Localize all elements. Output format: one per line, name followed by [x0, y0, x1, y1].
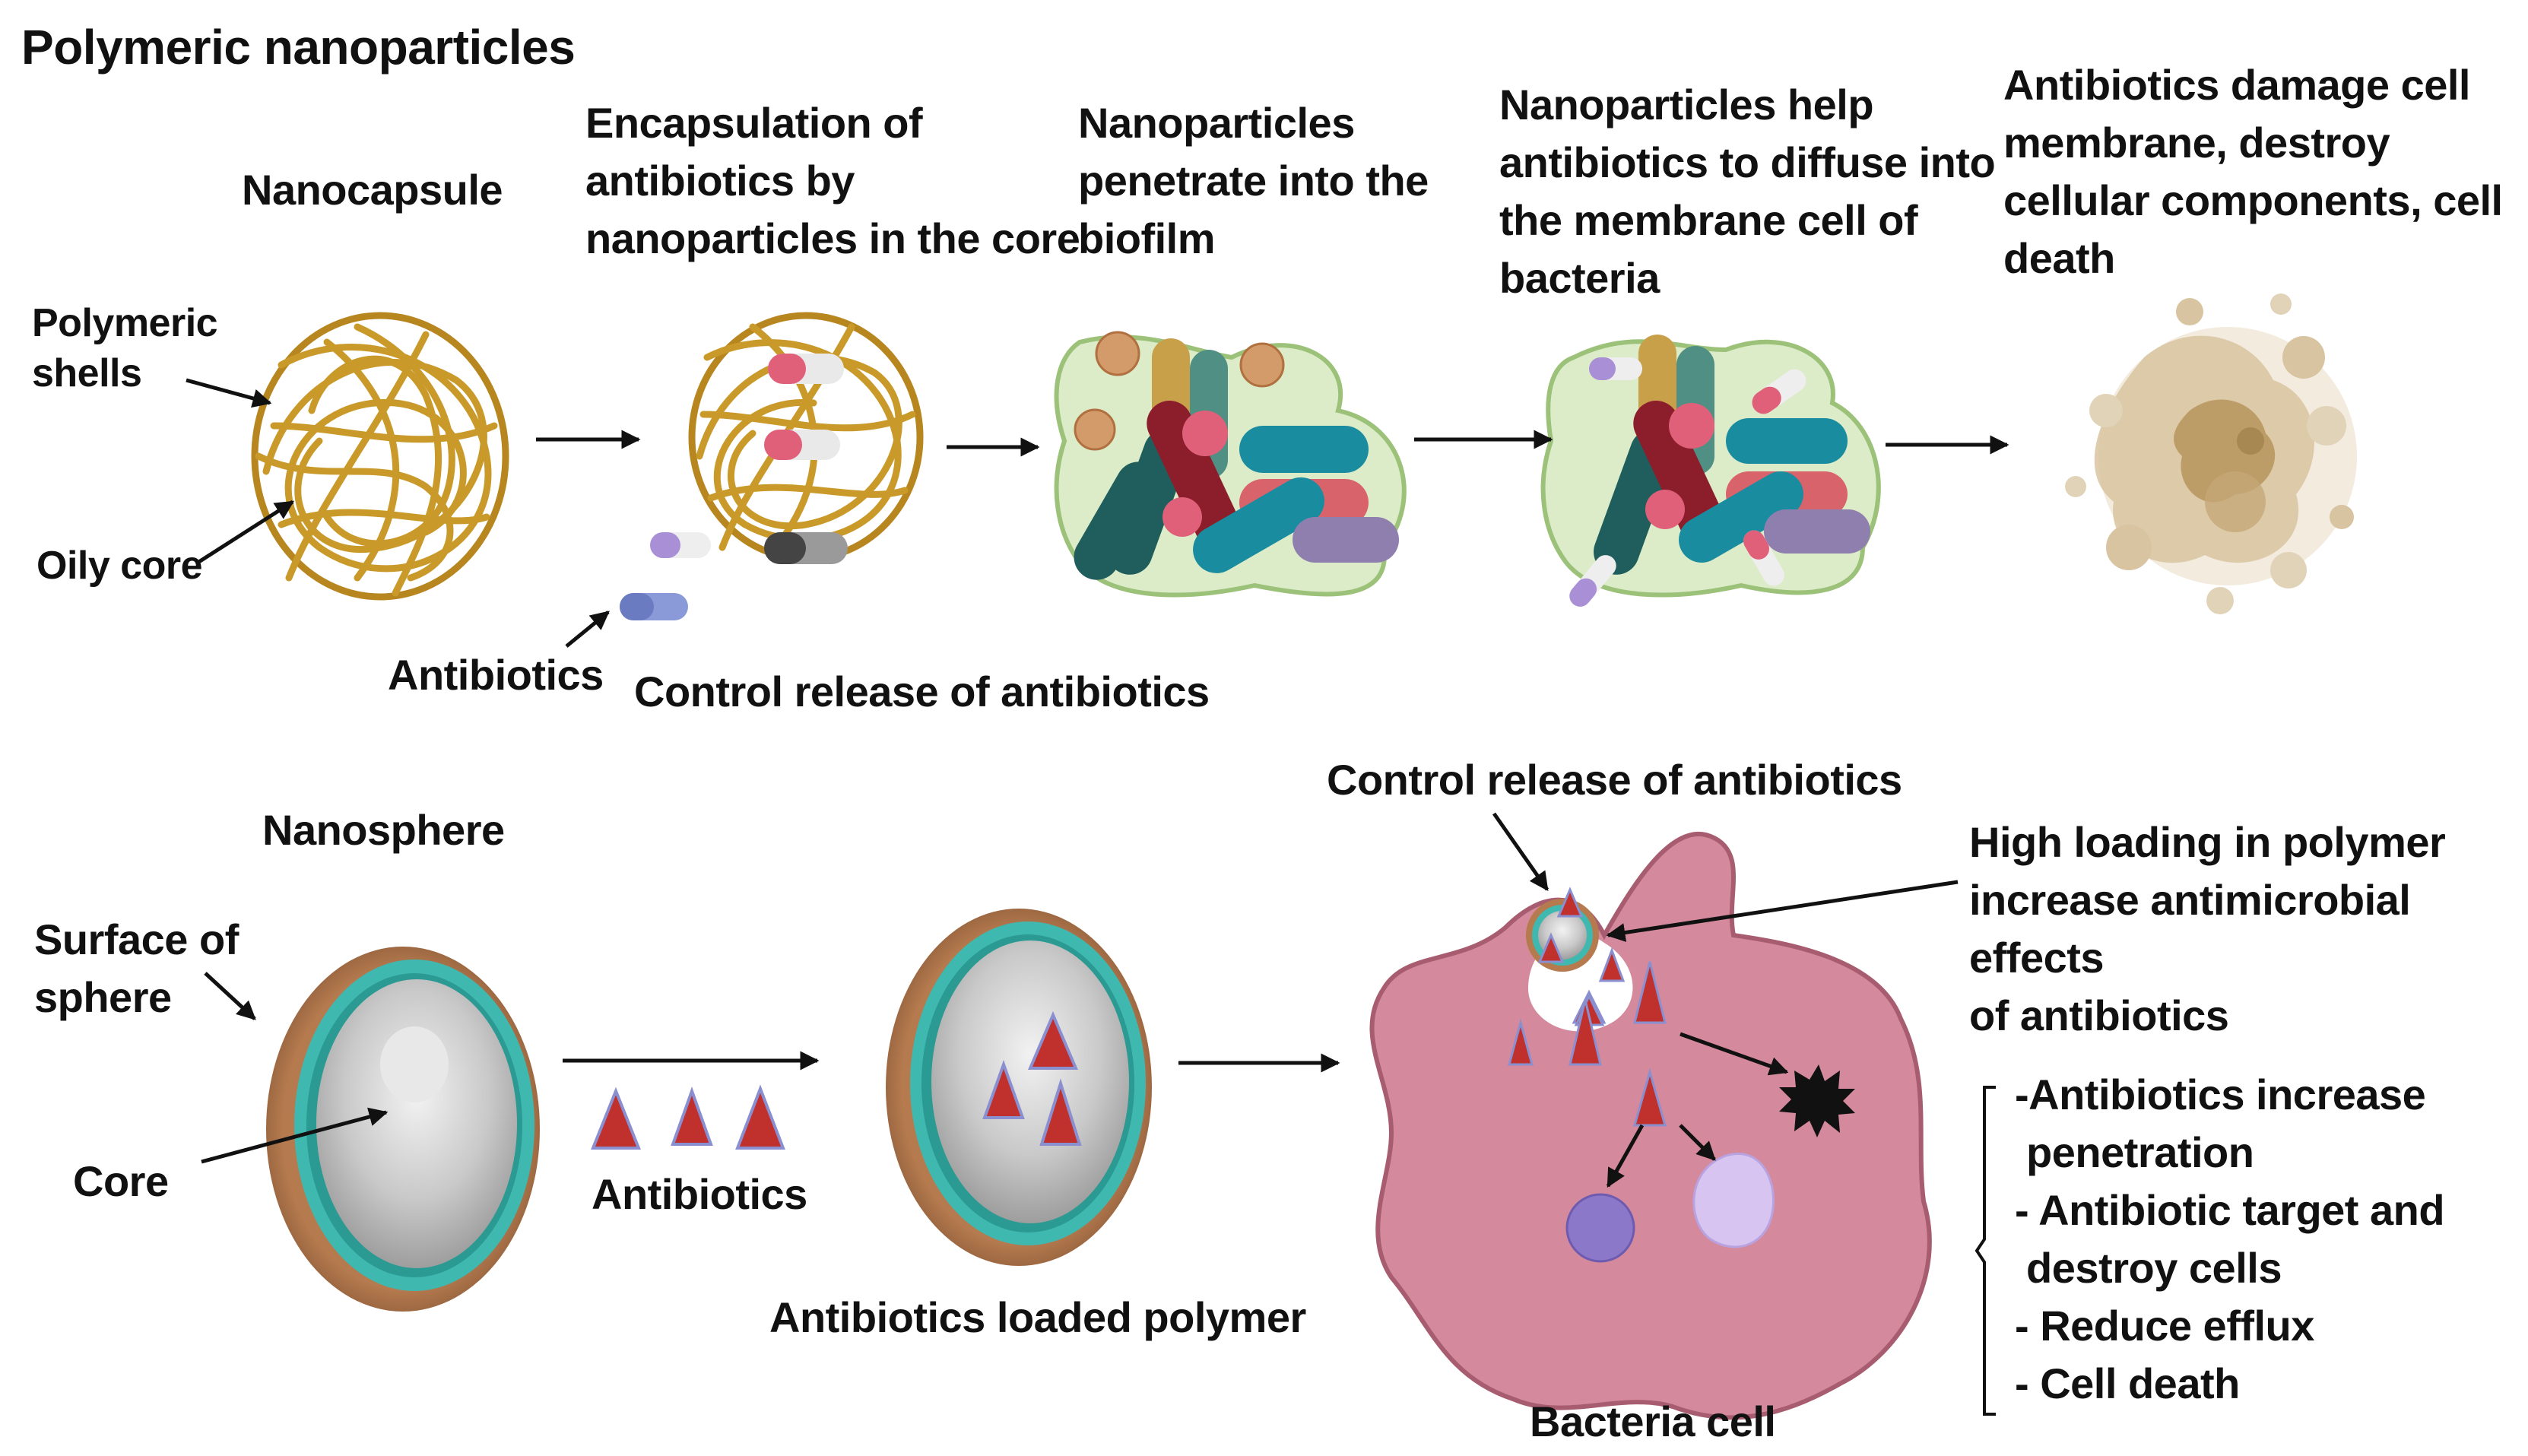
step-encapsulation-label: Encapsulation of antibiotics by nanopart…: [585, 99, 1080, 262]
diagram-title: Polymeric nanoparticles: [21, 20, 576, 75]
effects-line: - Antibiotic target and: [2015, 1186, 2445, 1234]
top-flow-arrows: [186, 378, 2009, 648]
step-penetrate-label: Nanoparticles penetrate into the biofilm: [1078, 99, 1429, 262]
bacteria-cell-illustration: [1369, 831, 1932, 1420]
biofilm-diffusion-illustration: [1540, 335, 1881, 607]
loaded-polymer-illustration: [886, 909, 1152, 1266]
pointer-control-release: [1492, 812, 1549, 892]
pointer-oily-core: [196, 500, 295, 565]
capsule-antibiotic: [768, 354, 844, 384]
pointer-antibiotics: [565, 611, 610, 648]
oily-core-label: Oily core: [36, 544, 203, 588]
pointer-surface-of-sphere: [204, 972, 256, 1020]
antibiotics-bottom-label: Antibiotics: [592, 1170, 807, 1218]
nanocapsule-illustration: [251, 312, 509, 601]
core-label: Core: [73, 1157, 169, 1205]
nanocapsule-label: Nanocapsule: [242, 166, 503, 214]
polymeric-shells-label: Polymeric shells: [32, 301, 218, 395]
released-antibiotic-capsule: [650, 532, 711, 558]
nanosphere-label: Nanosphere: [262, 806, 505, 854]
effects-line: penetration: [2015, 1128, 2254, 1176]
free-antibiotics: [591, 1084, 785, 1150]
cell-death-debris-illustration: [2065, 293, 2357, 614]
pointer-to-debris: [1680, 1032, 1789, 1076]
encapsulated-nanocapsule-illustration: [620, 312, 924, 620]
effects-line: -Antibiotics increase: [2015, 1071, 2426, 1118]
effects-list: -Antibiotics increase penetration - Anti…: [2015, 1066, 2445, 1413]
pointer-polymeric-shells: [186, 378, 272, 408]
effects-line: - Reduce efflux: [2015, 1302, 2314, 1350]
antibiotics-top-label: Antibiotics: [388, 651, 604, 699]
loaded-polymer-label: Antibiotics loaded polymer: [769, 1293, 1306, 1341]
pointer-to-vesicle-b: [1679, 1124, 1716, 1161]
nanosphere-illustration: [266, 947, 540, 1312]
high-loading-label: High loading in polymer increase antimic…: [1969, 818, 2446, 1039]
control-release-bottom-label: Control release of antibiotics: [1327, 756, 1902, 804]
biofilm-illustration: [1054, 331, 1407, 598]
pointer-core: [201, 1107, 389, 1164]
effects-line: destroy cells: [2015, 1244, 2282, 1292]
capsule-antibiotic: [764, 532, 848, 564]
pointer-high-loading: [1606, 880, 1959, 942]
surface-of-sphere-label: Surface of sphere: [34, 915, 239, 1021]
capsule-antibiotic: [764, 430, 840, 460]
released-antibiotic-capsule: [620, 593, 688, 620]
effects-brace: [1975, 1086, 1996, 1416]
step-damage-label: Antibiotics damage cell membrane, destro…: [2003, 61, 2503, 282]
bottom-flow-arrows: [201, 812, 1959, 1188]
effects-line: - Cell death: [2015, 1359, 2240, 1407]
control-release-top-label: Control release of antibiotics: [634, 668, 1210, 715]
bacteria-cell-label: Bacteria cell: [1530, 1397, 1776, 1445]
pointer-to-vesicle-a: [1606, 1124, 1645, 1188]
step-diffuse-label: Nanoparticles help antibiotics to diffus…: [1499, 81, 1996, 302]
